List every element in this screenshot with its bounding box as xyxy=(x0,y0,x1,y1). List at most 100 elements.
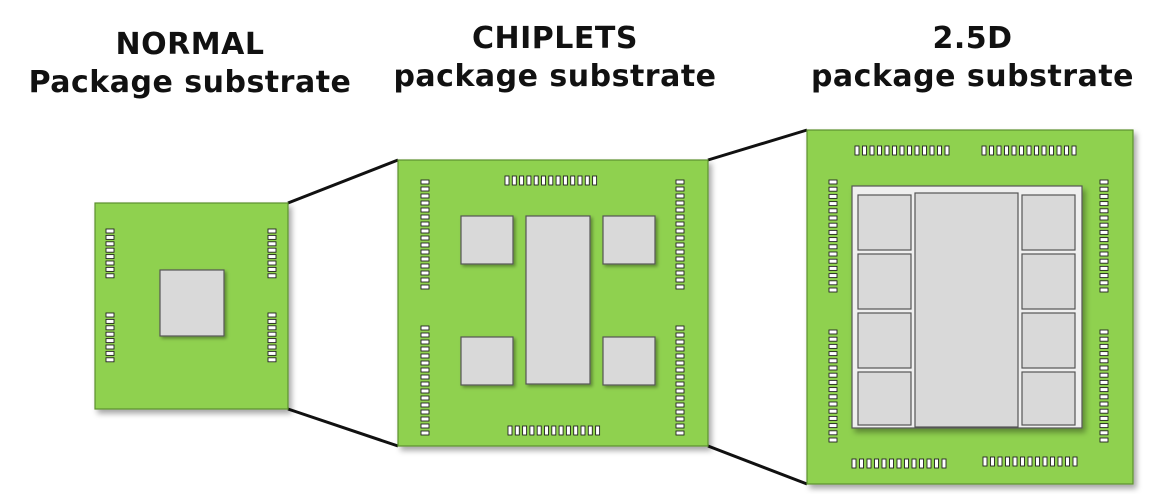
title-chiplets: CHIPLETS package substrate xyxy=(385,20,725,96)
contact-pad xyxy=(996,145,1002,156)
contact-pad xyxy=(828,229,838,235)
contact-pad xyxy=(1099,265,1109,271)
contact-pad xyxy=(675,360,685,366)
contact-pad xyxy=(675,249,685,255)
title-normal-line1: NORMAL xyxy=(115,27,265,62)
contact-pad xyxy=(828,186,838,192)
contact-pad xyxy=(828,387,838,393)
contact-pad xyxy=(990,456,995,467)
chiplet-top-left xyxy=(460,215,514,265)
contact-pad xyxy=(1050,456,1055,467)
contact-pad xyxy=(828,244,838,250)
contact-pad xyxy=(551,425,557,436)
contact-pad xyxy=(1099,287,1109,293)
2-5d-die-right-4 xyxy=(1021,371,1076,426)
contact-pad xyxy=(828,215,838,221)
contact-pad xyxy=(420,277,430,283)
contact-pad xyxy=(420,186,430,192)
contact-pad xyxy=(267,260,277,266)
contact-pad xyxy=(1005,456,1010,467)
contact-pad xyxy=(565,425,571,436)
contact-pad xyxy=(420,214,430,220)
contact-pad xyxy=(675,346,685,352)
contact-pad xyxy=(548,175,554,186)
contact-pad xyxy=(420,388,430,394)
contact-pad xyxy=(519,175,525,186)
contact-pad xyxy=(675,242,685,248)
contact-pad xyxy=(267,241,277,247)
contact-pad xyxy=(1099,343,1109,349)
2-5d-die-left-3 xyxy=(857,312,912,369)
contact-pad xyxy=(874,458,879,469)
contact-pad xyxy=(541,175,546,186)
chiplet-top-right xyxy=(602,215,656,265)
2-5d-package-substrate xyxy=(806,129,1134,485)
contact-pad xyxy=(420,284,430,290)
chiplet-center xyxy=(525,215,591,385)
contact-pad xyxy=(420,249,430,255)
contact-pad xyxy=(828,358,838,364)
contact-pad xyxy=(1072,456,1078,467)
contact-pad xyxy=(828,193,838,199)
contact-pad xyxy=(828,222,838,228)
contact-pad xyxy=(1099,408,1109,414)
contact-pad xyxy=(828,408,838,414)
contact-pad xyxy=(1099,201,1109,207)
contact-pad xyxy=(877,145,882,156)
contact-pad xyxy=(420,193,430,199)
contact-pad xyxy=(1099,423,1109,429)
contact-pad xyxy=(828,365,838,371)
contact-pad xyxy=(675,409,685,415)
contact-pad xyxy=(851,458,857,469)
contact-pad xyxy=(1099,387,1109,393)
contact-pad xyxy=(1099,244,1109,250)
contact-pad xyxy=(267,273,277,279)
contact-pad xyxy=(828,265,838,271)
contact-pad xyxy=(828,208,838,214)
contact-pad xyxy=(1049,145,1054,156)
title-chiplets-line2: package substrate xyxy=(393,59,717,94)
contact-pad xyxy=(420,409,430,415)
contact-pad xyxy=(504,175,510,186)
contact-pad xyxy=(675,339,685,345)
contact-pad xyxy=(944,145,950,156)
contact-pad xyxy=(828,251,838,257)
contact-pad xyxy=(267,254,277,260)
contact-pad xyxy=(105,357,115,363)
contact-pad xyxy=(105,331,115,337)
chiplet-bottom-left xyxy=(460,336,514,386)
contact-pad xyxy=(828,415,838,421)
contact-pad xyxy=(105,273,115,279)
contact-pad xyxy=(675,332,685,338)
contact-pad xyxy=(105,350,115,356)
contact-pad xyxy=(1099,251,1109,257)
contact-pad xyxy=(267,318,277,324)
contact-pad xyxy=(1020,456,1025,467)
contact-pad xyxy=(533,175,539,186)
contact-pad xyxy=(420,325,430,331)
connector-line-top-left xyxy=(287,158,399,205)
contact-pad xyxy=(105,318,115,324)
contact-pad xyxy=(1099,258,1109,264)
contact-pad xyxy=(514,425,520,436)
contact-pad xyxy=(911,458,917,469)
contact-pad xyxy=(420,263,430,269)
contact-pad xyxy=(862,145,867,156)
contact-pad xyxy=(675,277,685,283)
contact-pad xyxy=(907,145,912,156)
contact-pad xyxy=(1057,456,1063,467)
contact-pad xyxy=(1099,365,1109,371)
contact-pad xyxy=(937,145,942,156)
contact-pad xyxy=(1099,394,1109,400)
contact-pad xyxy=(1056,145,1062,156)
connector-line-top-right xyxy=(707,128,808,162)
contact-pad xyxy=(420,332,430,338)
contact-pad xyxy=(420,402,430,408)
contact-pad xyxy=(828,329,838,335)
contact-pad xyxy=(1099,193,1109,199)
contact-pad xyxy=(420,242,430,248)
contact-pad xyxy=(1011,145,1017,156)
contact-pad xyxy=(105,325,115,331)
contact-pad xyxy=(536,425,542,436)
contact-pad xyxy=(1099,401,1109,407)
